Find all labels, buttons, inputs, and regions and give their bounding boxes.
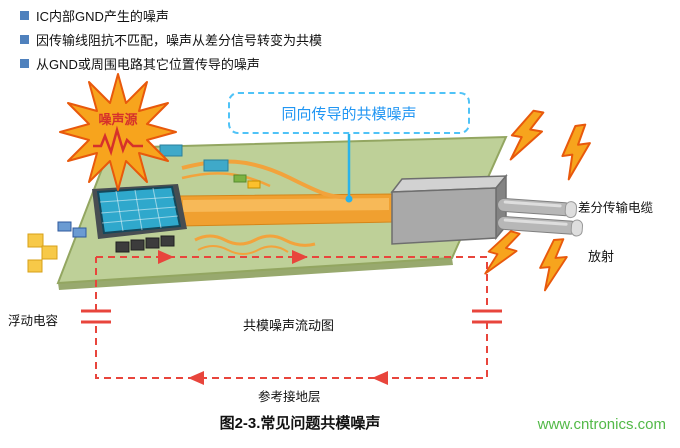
floating-capacitor-right (472, 309, 502, 324)
noise-source-burst (59, 73, 177, 191)
connector-block (390, 173, 508, 245)
bullet-item: 因传输线阻抗不匹配，噪声从差分信号转变为共模 (20, 30, 322, 49)
bullet-square-icon (20, 59, 29, 68)
flow-title-label: 共模噪声流动图 (243, 318, 335, 333)
diff-cable-label: 差分传输电缆 (578, 201, 654, 215)
pcb-traces (179, 159, 393, 255)
bullet-text: 从GND或周围电路其它位置传导的噪声 (36, 57, 260, 72)
noise-source-label: 噪声源 (98, 112, 138, 127)
pcb-components (27, 144, 261, 273)
bullet-text: IC内部GND产生的噪声 (36, 9, 169, 24)
ref-ground-label: 参考接地层 (258, 390, 321, 404)
floating-cap-label: 浮动电容 (8, 314, 59, 328)
header-bullet-list: IC内部GND产生的噪声 因传输线阻抗不匹配，噪声从差分信号转变为共模 从GND… (20, 6, 322, 78)
floating-capacitor-left (81, 309, 111, 324)
differential-cables (497, 197, 584, 237)
bullet-text: 因传输线阻抗不匹配，噪声从差分信号转变为共模 (36, 33, 323, 48)
common-mode-callout: 同向传导的共模噪声 (228, 92, 470, 134)
noise-waveform-icon (93, 125, 143, 157)
callout-pointer (345, 131, 353, 203)
ic-chip (92, 184, 187, 239)
bullet-square-icon (20, 11, 29, 20)
bullet-item: 从GND或周围电路其它位置传导的噪声 (20, 54, 322, 73)
bullet-item: IC内部GND产生的噪声 (20, 6, 322, 25)
common-mode-loop (81, 250, 502, 385)
figure-caption: 图2-3.常见问题共模噪声 (219, 415, 381, 432)
site-watermark: www.cntronics.com (537, 416, 666, 433)
flow-arrows (158, 250, 388, 385)
radiation-label: 放射 (588, 249, 615, 264)
bullet-square-icon (20, 35, 29, 44)
